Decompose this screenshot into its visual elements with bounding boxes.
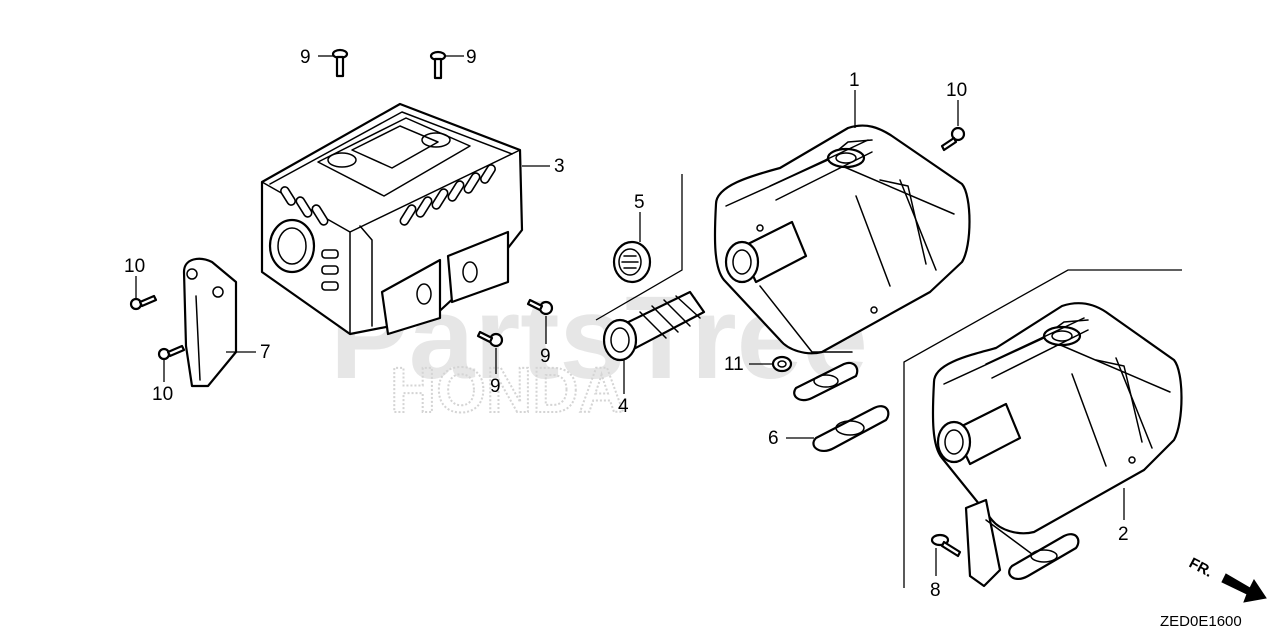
bracket-part-7[interactable] (182, 257, 238, 388)
callout-2[interactable]: 2 (1118, 524, 1129, 545)
muffler-part-1[interactable] (713, 124, 971, 355)
callout-9[interactable]: 9 (540, 346, 551, 367)
gasket-part-6[interactable] (812, 405, 890, 453)
callout-6[interactable]: 6 (768, 428, 779, 449)
callout-9[interactable]: 9 (490, 376, 501, 397)
grommet-part-5[interactable] (612, 240, 652, 284)
callout-3[interactable]: 3 (554, 156, 565, 177)
bolt-part-9-center-lower[interactable] (476, 330, 504, 348)
muffler-protector-part-3[interactable] (260, 102, 524, 336)
nut-part-11[interactable] (771, 355, 793, 373)
front-direction-label: FR. (1186, 555, 1215, 581)
watermark-maker: HONDA (390, 354, 625, 426)
callout-9[interactable]: 9 (466, 47, 477, 68)
bolt-part-9-center-right[interactable] (526, 298, 554, 316)
callout-8[interactable]: 8 (930, 580, 941, 601)
gasket-lower[interactable] (1008, 533, 1080, 581)
front-direction-indicator: FR. (1186, 555, 1267, 603)
bolt-part-10-upper-right[interactable] (940, 126, 966, 152)
bolt-part-10-left-lower[interactable] (157, 344, 186, 361)
reference-lines (595, 174, 1182, 588)
callout-11[interactable]: 11 (724, 354, 744, 375)
callout-10[interactable]: 10 (946, 80, 967, 101)
callout-4[interactable]: 4 (618, 396, 629, 417)
bolt-part-9-top-right[interactable] (429, 50, 447, 80)
callouts: 9 9 1 10 3 5 10 7 10 9 9 4 11 6 2 8 (124, 47, 1129, 601)
leader-lines (135, 55, 1125, 576)
front-arrow-icon (1221, 573, 1267, 603)
callout-7[interactable]: 7 (260, 342, 271, 363)
bolt-part-10-left-upper[interactable] (129, 294, 158, 311)
callout-1[interactable]: 1 (849, 70, 860, 91)
callout-9[interactable]: 9 (300, 47, 311, 68)
diagram-code: ZED0E1600 (1160, 613, 1242, 630)
bolt-part-8[interactable] (930, 533, 962, 558)
spark-arrester-part-4[interactable] (602, 290, 706, 362)
callout-10[interactable]: 10 (152, 384, 173, 405)
callout-10[interactable]: 10 (124, 256, 145, 277)
bolt-part-9-top-left[interactable] (331, 48, 349, 78)
muffler-part-2[interactable] (931, 302, 1183, 588)
gasket-upper[interactable] (793, 361, 859, 402)
callout-5[interactable]: 5 (634, 192, 645, 213)
